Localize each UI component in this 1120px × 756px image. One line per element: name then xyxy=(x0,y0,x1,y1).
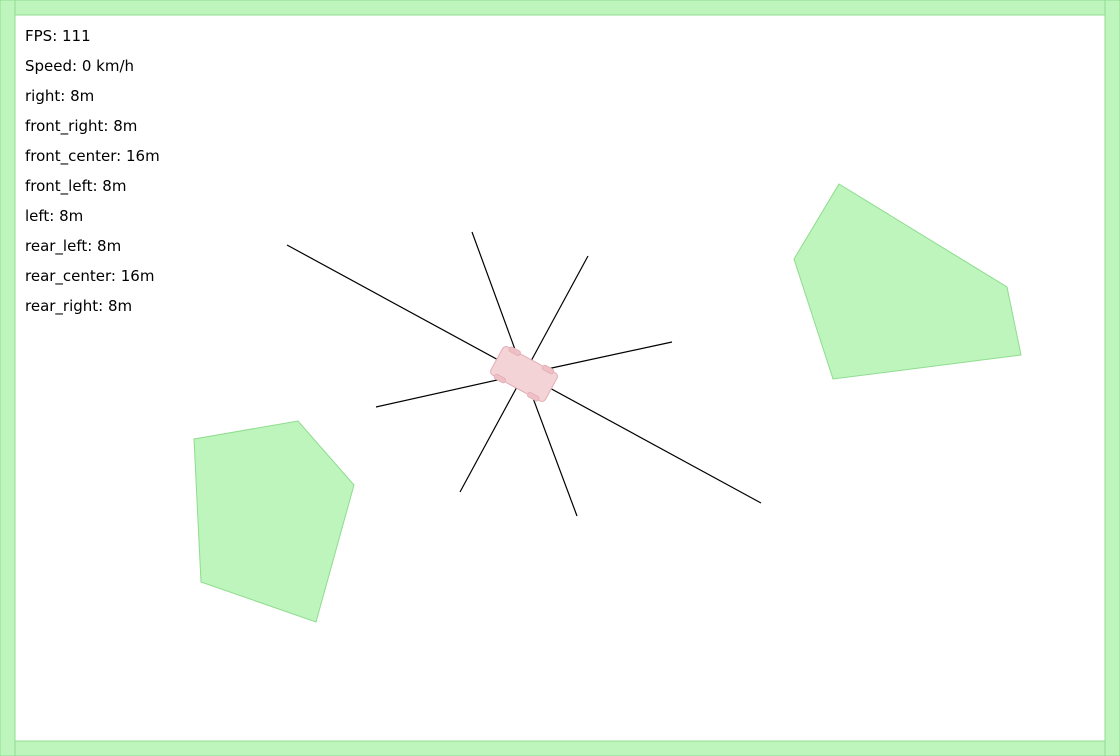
sensor-readout-right: right: 8m xyxy=(25,87,95,105)
sensor-ray-rear-center xyxy=(286,244,525,375)
sensor-readout-front-right: front_right: 8m xyxy=(25,117,138,135)
hud-overlay: FPS: 111 Speed: 0 km/h right: 8m front_r… xyxy=(25,26,160,326)
sensor-ray-right xyxy=(459,373,525,493)
car-wheel-rear-right xyxy=(493,373,507,384)
obstacle-polygon-right xyxy=(793,183,1022,380)
sensor-readout-rear-right: rear_right: 8m xyxy=(25,297,133,315)
car-wheel-front-left xyxy=(541,364,555,375)
car-wheel-front-right xyxy=(527,391,540,402)
wall-right xyxy=(1104,0,1120,756)
sensor-ray-left xyxy=(523,255,589,375)
car-wheel-rear-left xyxy=(508,346,521,357)
wall-top xyxy=(0,0,1120,16)
sensor-readout-front-left: front_left: 8m xyxy=(25,177,127,195)
sensor-readout-rear-center: rear_center: 16m xyxy=(25,267,155,285)
fps-readout: FPS: 111 xyxy=(25,27,91,45)
sensor-readout-left: left: 8m xyxy=(25,207,84,225)
wall-bottom xyxy=(0,740,1120,756)
car xyxy=(490,346,558,402)
speed-readout: Speed: 0 km/h xyxy=(25,57,135,75)
sensor-readout-front-center: front_center: 16m xyxy=(25,147,160,165)
car-body xyxy=(490,346,558,402)
sensor-ray-front-center xyxy=(523,373,762,504)
wall-left xyxy=(0,0,16,756)
sensor-readout-rear-left: rear_left: 8m xyxy=(25,237,122,255)
obstacle-polygon-left xyxy=(193,420,355,623)
